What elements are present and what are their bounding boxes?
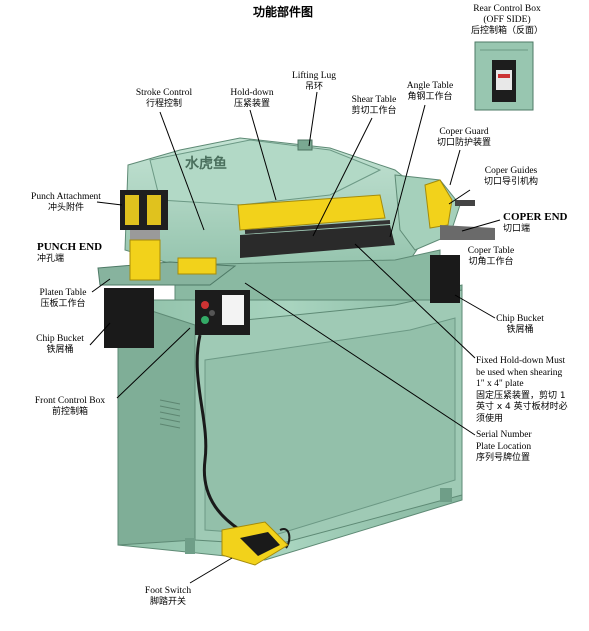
label-cn: 铁屑桶 [46, 345, 74, 355]
label-en: Chip Bucket [36, 334, 84, 344]
label-cn: 脚踏开关 [149, 597, 186, 607]
label-en-sub: (OFF SIDE) [483, 15, 531, 25]
label-cn: 切口防护装置 [436, 138, 491, 148]
note-en-line2: be used when shearing [476, 367, 563, 378]
label-coper-table: Coper Table 切角工作台 [458, 246, 524, 268]
note-en-line1: Serial Number [476, 430, 532, 440]
foot-switch-graphic [195, 334, 291, 566]
platen-table-graphic [97, 239, 237, 286]
label-hold-down: Hold-down 压紧装置 [224, 88, 280, 110]
note-cn: 序列号牌位置 [476, 453, 531, 463]
coper-guard-graphic [424, 179, 495, 240]
label-cn: 吊环 [304, 82, 323, 92]
label-cn: 铁屑桶 [506, 325, 534, 335]
label-stroke-control: Stroke Control 行程控制 [129, 88, 199, 110]
note-cn-line2: 英寸 x 4 英寸板材时必 [476, 402, 568, 412]
label-en: Foot Switch [144, 586, 192, 596]
label-platen-table: Platen Table 压板工作台 [33, 288, 93, 310]
label-en: Coper Table [467, 246, 515, 256]
label-en: Shear Table [351, 95, 397, 105]
label-cn: 剪切工作台 [351, 106, 397, 116]
label-en: Punch Attachment [31, 192, 101, 202]
label-serial-plate: Serial Number Plate Location 序列号牌位置 [476, 430, 586, 465]
label-en: Coper Guides [484, 166, 538, 176]
machine-cabinet [117, 284, 463, 561]
note-en-line1: Fixed Hold-down Must [476, 356, 566, 366]
label-cn: 压板工作台 [40, 299, 86, 309]
note-cn-line3: 须使用 [476, 413, 504, 424]
label-chip-bucket-right: Chip Bucket 铁屑桶 [490, 314, 550, 336]
label-punch-end: PUNCH END 冲孔端 [37, 242, 117, 265]
label-en: Stroke Control [135, 88, 193, 98]
label-rear-control-box: Rear Control Box (OFF SIDE) 后控制箱（反面） [462, 4, 552, 37]
note-en-line3: 1" x 4" plate [476, 379, 524, 389]
label-en: Hold-down [230, 88, 274, 98]
label-coper-end: COPER END 切口端 [503, 212, 583, 235]
label-cn: 角钢工作台 [407, 92, 453, 102]
label-en: Front Control Box [34, 396, 106, 406]
label-cn: 切口端 [503, 224, 531, 234]
label-cn: 切口导引机构 [483, 177, 538, 187]
chip-bucket-left-graphic [104, 288, 154, 348]
label-cn: 压紧装置 [233, 99, 270, 109]
label-punch-attachment: Punch Attachment 冲头附件 [24, 192, 108, 214]
machine-brand: 水虎鱼 [185, 155, 227, 172]
label-en: Rear Control Box [473, 4, 541, 14]
diagram-title: 功能部件图 [253, 5, 314, 19]
label-en: Platen Table [39, 288, 87, 298]
label-cn: 切角工作台 [468, 257, 514, 267]
label-cn: 行程控制 [145, 99, 182, 109]
leader-lines [89, 91, 501, 584]
label-foot-switch: Foot Switch 脚踏开关 [138, 586, 198, 608]
label-coper-guides: Coper Guides 切口导引机构 [476, 166, 546, 188]
label-fixed-hold-down: Fixed Hold-down Must be used when sheari… [476, 356, 586, 425]
label-cn: 冲孔端 [37, 254, 65, 264]
label-cn: 后控制箱（反面） [470, 26, 543, 36]
label-angle-table: Angle Table 角钢工作台 [402, 81, 458, 103]
note-cn-line1: 固定压紧装置，剪切 1 [476, 390, 566, 401]
label-en: Angle Table [406, 81, 454, 91]
note-en-line2: Plate Location [476, 441, 532, 452]
front-control-box-graphic [195, 290, 250, 335]
label-coper-guard: Coper Guard 切口防护装置 [430, 127, 498, 149]
label-cn: 前控制箱 [51, 407, 88, 417]
label-en: Coper Guard [439, 127, 489, 137]
label-chip-bucket-left: Chip Bucket 铁屑桶 [30, 334, 90, 356]
label-en: Chip Bucket [496, 314, 544, 324]
label-lifting-lug: Lifting Lug 吊环 [284, 71, 344, 93]
rear-control-box-inset [474, 41, 534, 111]
label-en: Lifting Lug [291, 71, 337, 81]
hold-down-graphic [237, 194, 395, 258]
label-en: PUNCH END [37, 241, 103, 253]
label-cn: 冲头附件 [47, 203, 84, 213]
label-shear-table: Shear Table 剪切工作台 [346, 95, 402, 117]
label-en: COPER END [503, 211, 568, 223]
label-front-control-box: Front Control Box 前控制箱 [27, 396, 113, 418]
